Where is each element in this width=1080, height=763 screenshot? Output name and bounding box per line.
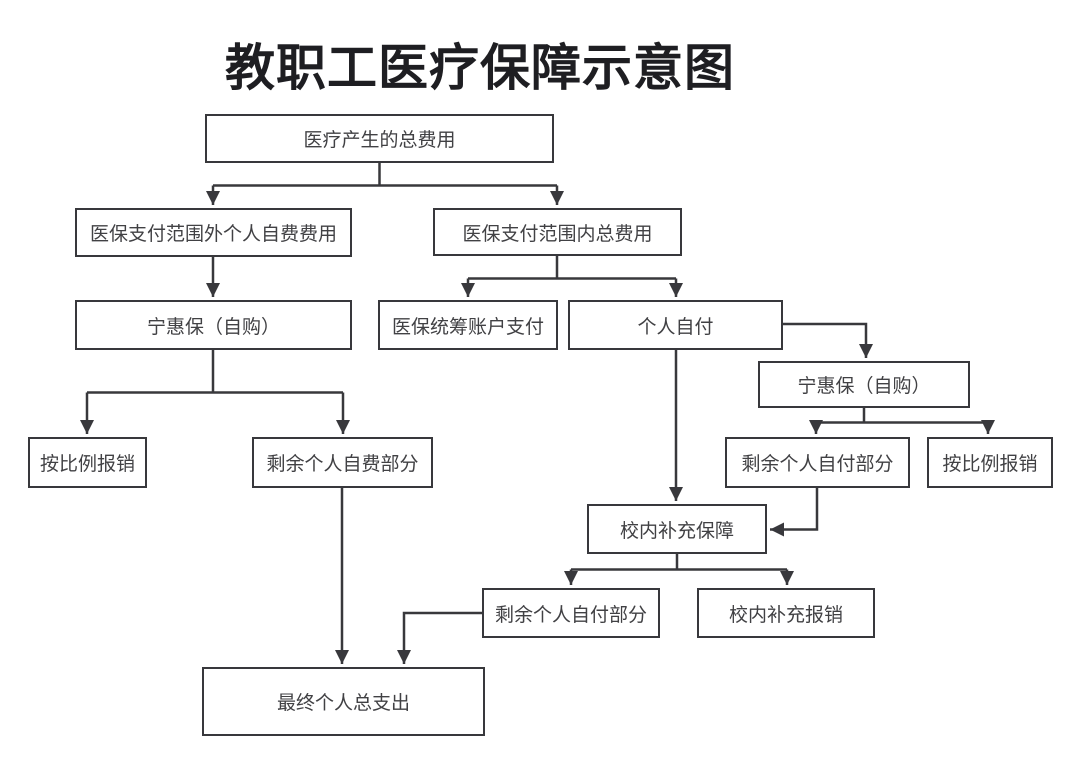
edge-ninghuibao-right-split — [809, 408, 995, 434]
edge-remainingright-campussupplement — [770, 488, 819, 537]
edge-remainingbottom-finaltotal — [397, 611, 482, 664]
node-pooled-account: 医保统筹账户支付 — [378, 300, 558, 350]
node-campus-supplement: 校内补充保障 — [587, 504, 767, 554]
edge-campussupplement-split — [564, 554, 794, 585]
node-campus-reimbursement: 校内补充报销 — [697, 588, 875, 638]
node-proportional-left: 按比例报销 — [28, 437, 147, 488]
edge-selfpay-ninghuibao — [783, 322, 873, 358]
node-remaining-self-pay-bottom: 剩余个人自付部分 — [482, 588, 660, 638]
diagram-title: 教职工医疗保障示意图 — [225, 40, 735, 96]
node-ninghuibao-left: 宁惠保（自购） — [75, 300, 352, 350]
node-out-of-scope: 医保支付范围外个人自费费用 — [75, 208, 352, 257]
node-proportional-right: 按比例报销 — [927, 437, 1053, 488]
edge-ninghuibao-left-split — [80, 350, 350, 434]
node-total-cost: 医疗产生的总费用 — [205, 114, 554, 163]
node-self-pay: 个人自付 — [568, 300, 783, 350]
edge-inscope-split — [461, 256, 683, 297]
node-remaining-self-expense: 剩余个人自费部分 — [252, 437, 433, 488]
node-remaining-self-pay-right: 剩余个人自付部分 — [725, 437, 910, 488]
edge-totalcost-split — [206, 163, 564, 205]
node-in-scope: 医保支付范围内总费用 — [433, 208, 682, 256]
node-final-total: 最终个人总支出 — [202, 667, 485, 736]
node-ninghuibao-right: 宁惠保（自购） — [758, 361, 970, 408]
